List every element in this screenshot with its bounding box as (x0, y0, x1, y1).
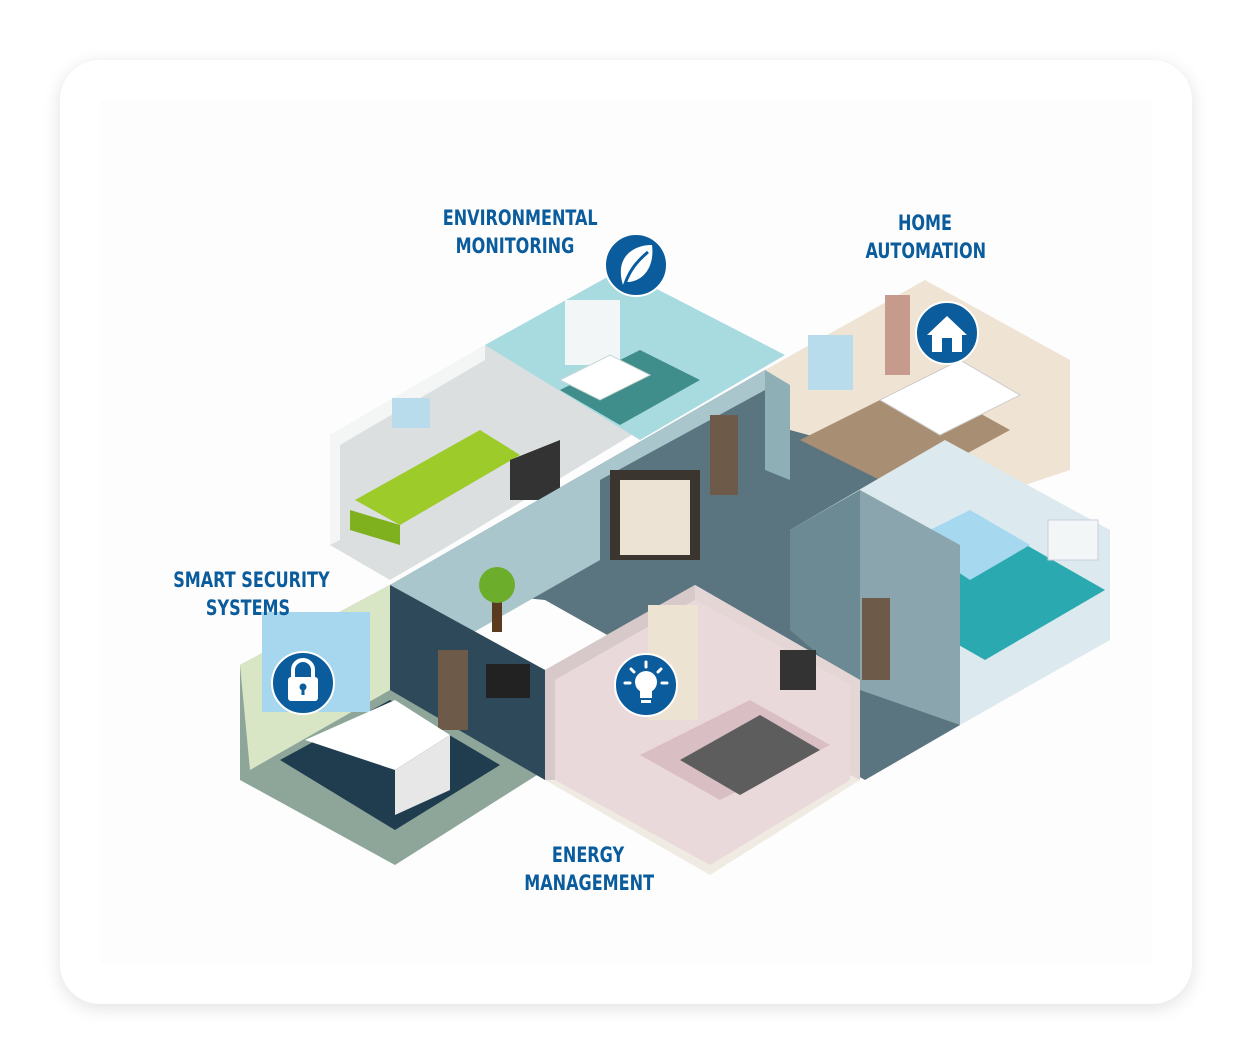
lightbulb-icon (614, 653, 678, 717)
label-line: MANAGEMENT (524, 871, 655, 895)
label-energy-management: ENERGY MANAGEMENT (524, 841, 655, 897)
leaf-icon (604, 233, 668, 297)
bathroom-room (485, 270, 785, 440)
label-home-automation: HOME AUTOMATION (865, 209, 987, 265)
kitchen-room (330, 345, 640, 580)
label-line: SMART SECURITY (173, 568, 330, 592)
plant-leaves (479, 567, 515, 603)
living-room (765, 280, 1070, 490)
label-line: AUTOMATION (865, 239, 987, 263)
label-smart-security-systems: SMART SECURITY SYSTEMS (173, 566, 330, 622)
hallway-wall (390, 370, 765, 680)
label-line: HOME (897, 211, 953, 235)
kids-bedroom (790, 440, 1110, 725)
house-icon (915, 301, 979, 365)
label-environmental-monitoring: ENVIRONMENTAL MONITORING (442, 204, 598, 260)
label-line: ENVIRONMENTAL (442, 206, 598, 230)
label-line: ENERGY (551, 843, 625, 867)
plant-pot (492, 600, 502, 632)
label-line: SYSTEMS (205, 596, 291, 620)
label-line: MONITORING (455, 234, 575, 258)
padlock-icon (271, 651, 335, 715)
